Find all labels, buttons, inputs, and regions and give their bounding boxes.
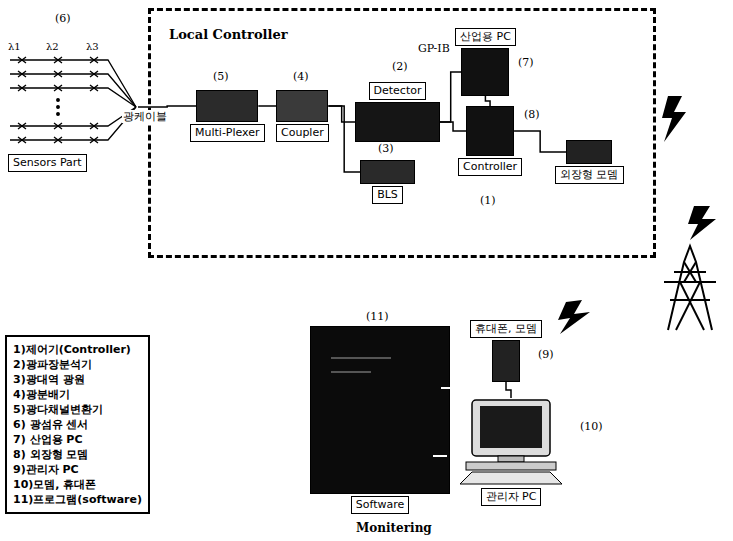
connector [506, 382, 511, 398]
mobile-phone: 휴대폰, 모뎀 [470, 318, 542, 382]
device-label: 산업용 PC [455, 28, 516, 46]
computer-drawing [452, 398, 570, 486]
list-item: 6) 광섬유 센서 [13, 417, 142, 432]
device-body [466, 106, 514, 156]
edge-label: 광케이블 [122, 110, 168, 123]
connector [138, 106, 196, 107]
device-label: 관리자 PC [481, 488, 542, 506]
device-body [355, 102, 440, 142]
screen-mark [331, 357, 391, 359]
admin-pc: 관리자 PC [452, 398, 570, 508]
device-body [566, 140, 612, 164]
callout-number: (11) [366, 310, 389, 323]
device-body [452, 398, 570, 486]
fiber-sensors [10, 57, 136, 143]
industrial-pc: 산업용 PC [455, 26, 516, 96]
connector [485, 96, 490, 106]
list-item: 7) 산업용 PC [13, 432, 142, 447]
callout-number: (10) [580, 420, 603, 433]
signal-name: GP-IB [418, 42, 450, 55]
device-label: Coupler [276, 124, 329, 142]
callout-number: (7) [518, 56, 534, 69]
device-label: Controller [458, 158, 522, 176]
numbered-list-box: 1)제어기(Controller)2)광파장분석기3)광대역 광원4)광분배기5… [5, 335, 150, 514]
callout-number: (9) [538, 348, 554, 361]
screen-mark [441, 387, 451, 389]
device-body [310, 326, 450, 494]
detector-unit: Detector [355, 80, 440, 142]
coupler-unit: Coupler [276, 90, 329, 144]
device-body [276, 90, 328, 122]
local-controller-frame: Local ControllerMulti-Plexer Coupler Detec… [148, 8, 656, 258]
callout-number: (3) [378, 142, 394, 155]
list-item: 10)모뎀, 휴대폰 [13, 477, 142, 492]
lightning-symbol [558, 96, 716, 334]
screen-mark [433, 455, 447, 457]
connector [258, 105, 276, 107]
callout-number: (4) [293, 70, 309, 83]
connector [440, 72, 461, 122]
screen-mark [331, 371, 371, 373]
device-body [360, 160, 415, 184]
device-label: 휴대폰, 모뎀 [470, 320, 542, 338]
device-body [196, 90, 258, 122]
multiplexer-unit: Multi-Plexer [190, 90, 265, 144]
callout-number: (5) [213, 70, 229, 83]
list-item: 2)광파장분석기 [13, 357, 142, 372]
connector [514, 131, 566, 152]
controller-unit: Controller [458, 106, 522, 178]
callout-number: (2) [392, 60, 408, 73]
sensors-part: Sensors Part [8, 40, 138, 174]
section-title: Monitering [356, 522, 432, 535]
device-label: Multi-Plexer [190, 124, 265, 142]
signal-name: λ3 [86, 40, 99, 53]
connector [440, 122, 466, 131]
tower-symbol [664, 246, 716, 330]
part-label: Sensors Part [8, 154, 87, 172]
external-modem: 외장형 모뎀 [555, 140, 624, 186]
callout-number: (8) [524, 108, 540, 121]
list-item: 1)제어기(Controller) [13, 342, 142, 357]
device-body [492, 340, 520, 382]
device-body [461, 48, 509, 96]
frame-title: Local Controller [169, 27, 288, 42]
list-item: 8) 외장형 모뎀 [13, 447, 142, 462]
device-label: 외장형 모뎀 [555, 166, 624, 184]
list-item: 4)광분배기 [13, 387, 142, 402]
callout-number: (6) [55, 12, 71, 25]
list-item: 11)프로그램(software) [13, 492, 142, 507]
device-label: Software [351, 496, 410, 514]
signal-name: λ2 [46, 40, 59, 53]
device-label: Detector [369, 82, 427, 100]
list-item: 3)광대역 광원 [13, 372, 142, 387]
list-item: 5)광다채널변환기 [13, 402, 142, 417]
software-screen: Software [310, 326, 450, 516]
bls-unit: BLS [360, 160, 415, 206]
list-item: 9)관리자 PC [13, 462, 142, 477]
callout-number: (1) [480, 194, 496, 207]
signal-name: λ1 [8, 40, 21, 53]
device-label: BLS [372, 186, 403, 204]
connector [328, 106, 355, 122]
